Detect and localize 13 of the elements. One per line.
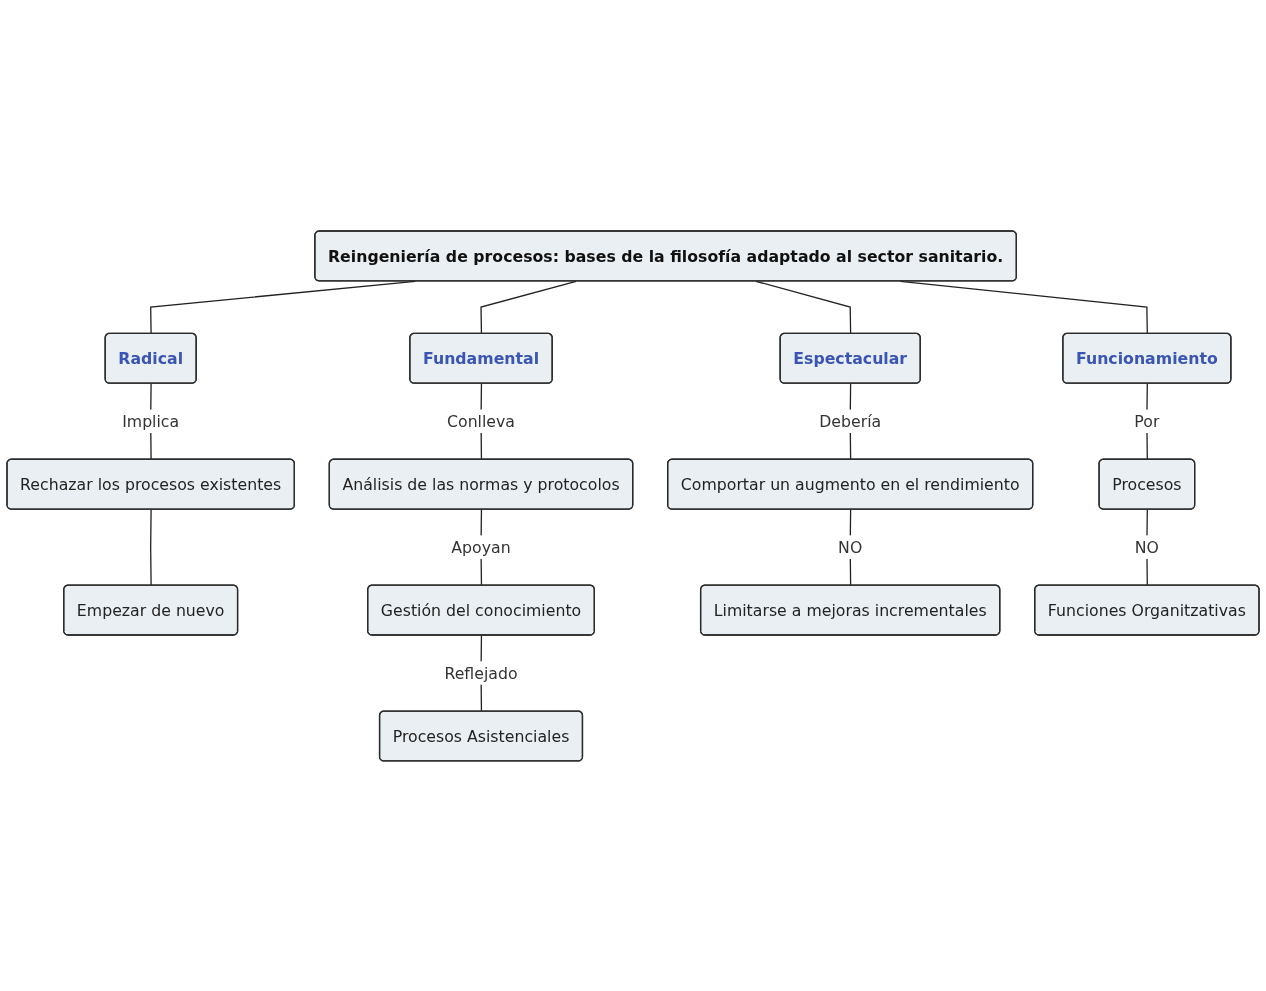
edge-label: Conlleva: [447, 411, 516, 430]
edge-label: Reflejado: [444, 663, 518, 682]
connector: [150, 280, 416, 334]
edge-label: Implica: [122, 411, 180, 430]
connector: [480, 280, 577, 334]
connector: [899, 280, 1148, 334]
edge-label: NO: [1134, 537, 1159, 556]
connector: [755, 280, 852, 334]
edge-label: Por: [1134, 411, 1160, 430]
edge-label: Debería: [819, 411, 882, 430]
edge-label: NO: [838, 537, 863, 556]
connector: [150, 508, 152, 586]
edge-label: Apoyan: [451, 537, 511, 556]
